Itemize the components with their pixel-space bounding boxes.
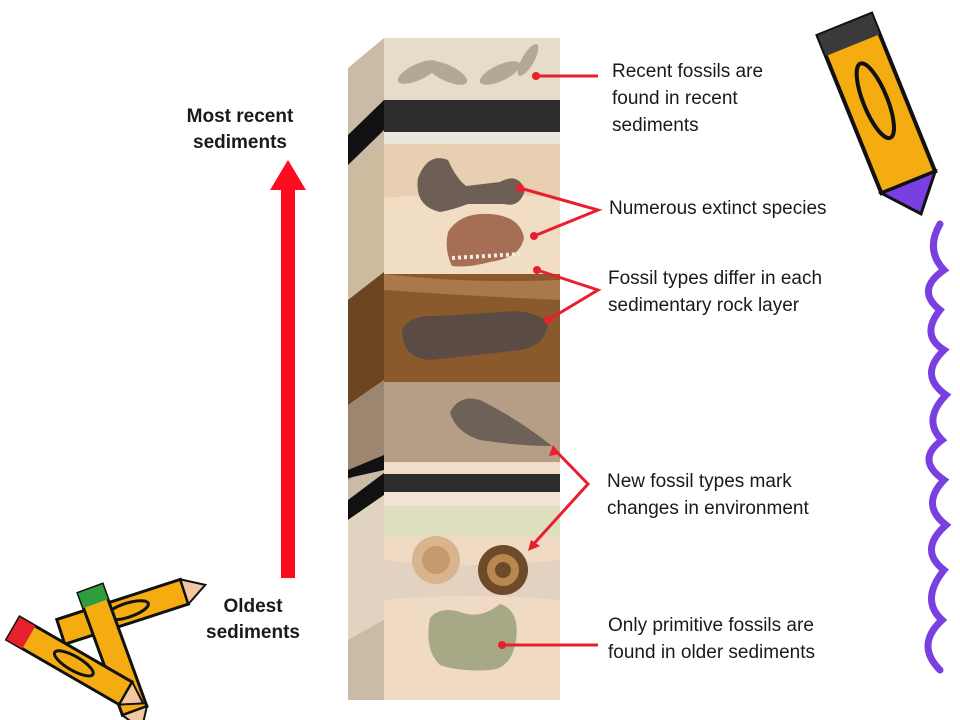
annotation-primitive-fossils: Only primitive fossils are found in olde… bbox=[608, 615, 816, 663]
fish-skull-fossil bbox=[450, 398, 552, 446]
ammonite-fossils bbox=[412, 536, 528, 595]
dark-band-middle bbox=[384, 474, 560, 492]
annotation-extinct-species: Numerous extinct species bbox=[609, 198, 827, 219]
oldest-label: Oldest sediments bbox=[206, 596, 300, 643]
squiggle-line bbox=[924, 220, 952, 674]
rock-column bbox=[348, 38, 560, 700]
annotation-recent-fossils: Recent fossils are found in recent sedim… bbox=[612, 61, 764, 136]
dinosaur-skull-fossil bbox=[446, 213, 524, 267]
leaf-fossils bbox=[397, 44, 539, 85]
leader-lines bbox=[502, 74, 603, 647]
primitive-fossil bbox=[428, 604, 517, 671]
dark-band-top bbox=[384, 100, 560, 132]
leader-dots bbox=[498, 72, 552, 649]
pencil-clipart-top-right bbox=[815, 11, 938, 216]
dinosaur-bone-fossil bbox=[417, 158, 525, 212]
time-arrow bbox=[270, 160, 306, 578]
annotation-fossil-types-differ: Fossil types differ in each sedimentary … bbox=[608, 268, 823, 316]
most-recent-label: Most recent sediments bbox=[186, 106, 294, 153]
pale-green-layer bbox=[384, 506, 560, 536]
annotation-new-fossil-types: New fossil types mark changes in environ… bbox=[607, 471, 809, 519]
pencils-clipart-bottom-left bbox=[4, 577, 208, 720]
reptile-skull-fossil bbox=[402, 311, 548, 360]
